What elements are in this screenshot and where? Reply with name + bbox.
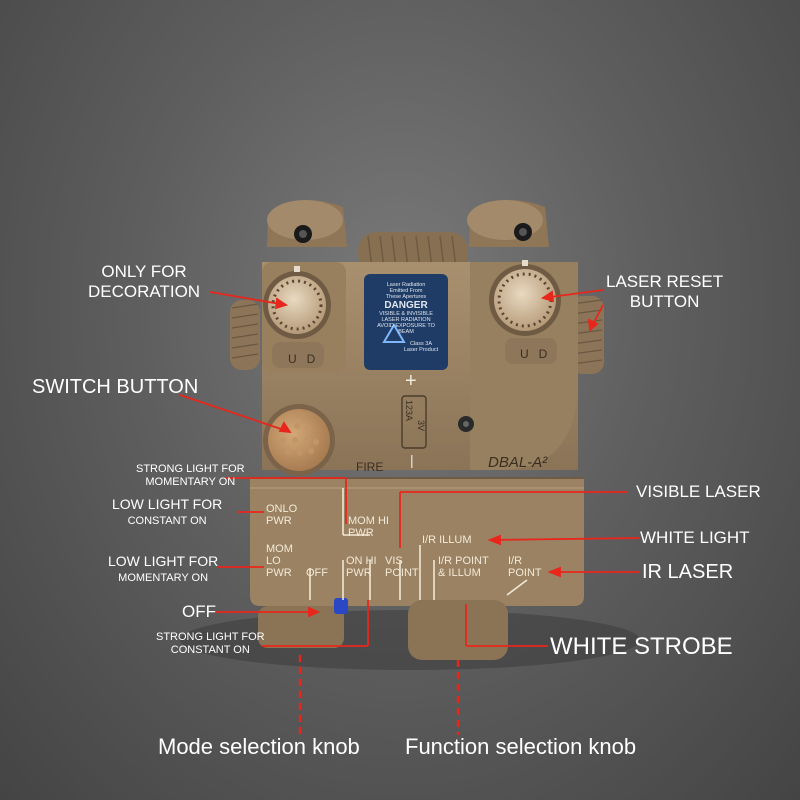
annotation-low-momentary: LOW LIGHT FOR MOMENTARY ON	[108, 553, 218, 585]
left-ud-tab	[272, 342, 324, 368]
annotation-strong-momentary-1: STRONG LIGHT FOR	[136, 463, 245, 475]
annotation-low-momentary-1: LOW LIGHT FOR	[108, 553, 219, 569]
mode-mom-hi-text: MOM HI	[348, 515, 389, 527]
left-knob-letters: UD	[288, 352, 325, 366]
annotation-strong-momentary: STRONG LIGHT FOR MOMENTARY ON	[136, 463, 245, 488]
mode-onlo: ONLO PWR	[266, 503, 297, 527]
annotation-strong-constant-2: CONSTANT ON	[170, 643, 250, 656]
battery-outline	[401, 395, 427, 449]
function-vis: VIS POINT	[385, 555, 419, 579]
left-knob-up: U	[288, 352, 307, 366]
warning-line-6: AVOID EXPOSURE TO	[377, 323, 435, 330]
warning-line-3: These Apertures	[385, 294, 427, 301]
warning-line-9: Laser Product	[403, 347, 439, 354]
annotation-ir-laser: IR LASER	[642, 561, 734, 583]
warning-label-plate	[364, 274, 448, 370]
annotation-only-for-decoration-2: DECORATION	[88, 281, 201, 301]
annotation-strong-constant-1: STRONG LIGHT FOR	[156, 631, 265, 643]
switch-button-shape	[263, 404, 335, 476]
mode-mom-lo-text: MOM	[266, 543, 293, 555]
mode-on-hi-pwr: PWR	[346, 567, 372, 580]
annotation-laser-reset-1: LASER RESET	[606, 272, 724, 291]
mode-on-hi: ON HI PWR	[346, 555, 377, 579]
decoration-cap	[263, 271, 331, 339]
right-knob-up: U	[520, 347, 539, 361]
knob-pointer-lines	[298, 655, 460, 735]
annotation-strong-momentary-2: MOMENTARY ON	[145, 475, 236, 488]
annotation-only-for-decoration: ONLY FOR DECORATION	[88, 262, 200, 301]
warning-line-4: VISIBLE & INVISIBLE	[379, 311, 433, 318]
annotation-laser-reset-2: BUTTON	[629, 291, 700, 311]
battery-minus: |	[410, 452, 414, 468]
function-ir-point-illum-1: I/R POINT	[438, 555, 489, 567]
mode-mom-lo-pwr: PWR	[266, 567, 292, 580]
right-knob-down: D	[538, 347, 558, 361]
function-ir-illum: I/R ILLUM	[422, 534, 472, 546]
annotation-only-for-decoration-1: ONLY FOR	[101, 262, 187, 281]
warning-line-7: BEAM	[398, 329, 414, 336]
annotation-switch-button: SWITCH BUTTON	[32, 376, 199, 398]
warning-line-5: LASER RADIATION	[381, 317, 431, 324]
mode-onlo-text: ONLO	[266, 503, 298, 515]
annotation-low-constant: LOW LIGHT FOR CONSTANT ON	[112, 496, 222, 528]
mode-knob-base	[258, 606, 344, 648]
right-knob-letters: UD	[520, 347, 557, 361]
warning-danger: DANGER	[384, 300, 428, 312]
function-vis-point: POINT	[385, 567, 419, 580]
annotation-low-constant-2: CONSTANT ON	[127, 515, 207, 528]
function-ir-point-illum: I/R POINT & ILLUM	[438, 555, 489, 579]
annotation-mode-knob: Mode selection knob	[158, 734, 360, 759]
mode-onlo-pwr: PWR	[266, 515, 292, 528]
annotation-function-knob: Function selection knob	[405, 734, 637, 759]
battery-voltage: 3V	[416, 420, 426, 432]
annotation-off: OFF	[182, 602, 216, 621]
annotation-arrows	[179, 289, 641, 647]
function-ir-point-2: POINT	[508, 567, 542, 580]
warning-label: Laser Radiation Emitted From These Apert…	[366, 282, 446, 353]
function-ir-point-1: I/R	[508, 555, 523, 567]
annotation-white-light: WHITE LIGHT	[640, 528, 750, 547]
mode-mom-hi-pwr: PWR	[348, 527, 374, 540]
top-right-adjuster	[467, 200, 549, 247]
annotation-visible-laser: VISIBLE LASER	[636, 482, 761, 501]
annotation-white-strobe: WHITE STROBE	[550, 633, 733, 660]
top-left-adjuster	[267, 200, 347, 247]
battery-type: 123A	[404, 400, 414, 422]
function-ir-point-illum-2: & ILLUM	[438, 567, 481, 580]
annotation-low-momentary-2: MOMENTARY ON	[118, 572, 209, 585]
annotation-low-constant-1: LOW LIGHT FOR	[112, 496, 223, 512]
right-ud-tab	[505, 338, 557, 364]
mode-mom-hi: MOM HI PWR	[348, 515, 389, 539]
model-label: DBAL-A²	[488, 454, 548, 471]
function-vis-text: VIS	[385, 555, 403, 567]
mode-mom-lo-2: LO	[266, 555, 281, 568]
annotation-strong-constant: STRONG LIGHT FOR CONSTANT ON	[156, 631, 265, 656]
warning-line-2: Emitted From	[389, 288, 423, 295]
warning-line-1: Laser Radiation	[386, 282, 426, 288]
annotation-laser-reset: LASER RESET BUTTON	[606, 272, 723, 311]
mode-on-hi-text: ON HI	[346, 555, 377, 567]
fire-label: FIRE	[356, 460, 384, 474]
function-ir-point: I/R POINT	[508, 555, 542, 579]
blue-detent-pin	[334, 598, 348, 614]
mode-off: OFF	[306, 567, 328, 579]
mode-mom-lo: MOM LO PWR	[266, 543, 293, 579]
selector-engravings	[309, 488, 528, 600]
left-knob-down: D	[306, 352, 326, 366]
battery-plus: +	[405, 370, 417, 392]
left-side-wheel	[230, 300, 260, 370]
function-knob-base	[408, 600, 508, 660]
warning-line-8: Class 3A	[409, 341, 432, 348]
lower-housing	[250, 478, 584, 606]
